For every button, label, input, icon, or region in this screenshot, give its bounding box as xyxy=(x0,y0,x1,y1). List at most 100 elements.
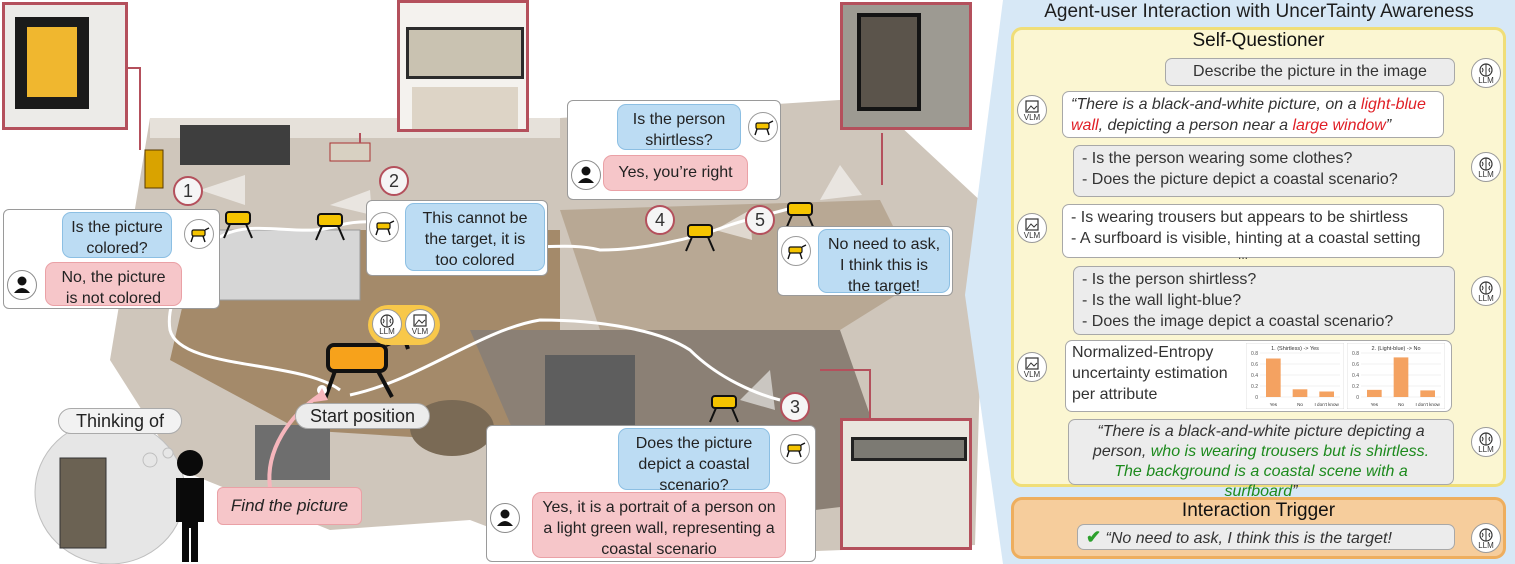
robot-avatar-4-icon xyxy=(748,112,778,142)
find-arrow-head xyxy=(314,388,328,402)
chart-ytick: 0.6 xyxy=(1251,362,1258,368)
llm-icon-label: LLM xyxy=(1478,541,1494,550)
robot-dog-icon xyxy=(190,227,210,243)
llm-icon-label: LLM xyxy=(1478,294,1494,303)
wall-frame-top xyxy=(329,142,371,162)
chart-xtick: Yes xyxy=(1270,402,1278,407)
llm-icon: LLM xyxy=(1471,276,1501,306)
llm-icon: LLM xyxy=(1471,152,1501,182)
chart-bar xyxy=(1367,389,1382,397)
waypoint-4: 4 xyxy=(645,205,675,235)
coastal-panorama xyxy=(851,437,967,461)
brain-icon xyxy=(1479,281,1493,295)
robot-avatar-2-icon xyxy=(369,212,399,242)
colored-painting xyxy=(406,27,524,79)
self-questioner-title: Self-Questioner xyxy=(1192,30,1325,51)
caption-text-3: ” xyxy=(1385,117,1392,134)
chart-xtick: I don't know xyxy=(1314,402,1339,407)
photo-coastal-panorama xyxy=(840,418,972,550)
llm-icon: LLM xyxy=(1471,523,1501,553)
brain-icon xyxy=(1479,432,1493,446)
question-item: - Is the person wearing some clothes? xyxy=(1082,150,1353,167)
photo-jersey xyxy=(2,2,128,130)
connector-1 xyxy=(128,67,141,150)
panel-title: Agent-user Interaction with UncerTainty … xyxy=(1044,1,1474,22)
view-cone-2 xyxy=(330,190,372,215)
thought-picture xyxy=(59,457,107,549)
user-icon xyxy=(497,509,513,526)
chart-xtick: I don't know xyxy=(1415,402,1440,407)
chart-bar xyxy=(1266,358,1281,397)
brain-icon xyxy=(1479,63,1493,77)
robot-dog-icon xyxy=(786,442,806,458)
start-position-label: Start position xyxy=(295,403,430,429)
robot-avatar-1-icon xyxy=(184,219,214,249)
chart-bar xyxy=(1292,389,1308,397)
photo-colored-painting xyxy=(397,0,529,132)
robot-3 xyxy=(709,395,739,423)
llm-icon-label: LLM xyxy=(1478,445,1494,454)
round-table xyxy=(410,400,494,456)
llm-icon-label: LLM xyxy=(1478,170,1494,179)
wall-frame-left xyxy=(144,149,164,189)
vlm-answers-1: - Is wearing trousers but appears to be … xyxy=(1062,204,1444,258)
trigger-text: “No need to ask, I think this is the tar… xyxy=(1105,530,1392,547)
image-icon xyxy=(1025,357,1039,370)
user-avatar-1-icon xyxy=(7,270,37,300)
chart-title: 1. (Shirtless) -> Yes xyxy=(1271,346,1319,352)
chart-ytick: 0.4 xyxy=(1251,373,1258,379)
llm-icon: LLM xyxy=(372,309,402,339)
question-item: - Is the wall light-blue? xyxy=(1082,292,1242,309)
view-cone-5 xyxy=(820,165,862,200)
llm-icon: LLM xyxy=(1471,58,1501,88)
vlm-icon-label: VLM xyxy=(1023,231,1041,240)
view-cone-1 xyxy=(200,175,245,205)
chart-ytick: 0 xyxy=(1255,395,1258,401)
image-icon xyxy=(1025,100,1039,113)
caption-text-1: “There is a black-and-white picture, on … xyxy=(1071,96,1361,113)
user-avatar-4-icon xyxy=(571,160,601,190)
view-cone-4 xyxy=(715,210,752,240)
connector-4 xyxy=(820,369,871,418)
find-arrow xyxy=(267,393,322,489)
trigger-message: ✔ “No need to ask, I think this is the t… xyxy=(1077,524,1455,550)
view-cone-3 xyxy=(740,370,775,410)
user-icon xyxy=(14,276,30,293)
caption-highlight-large-window: large window xyxy=(1292,117,1386,134)
describe-prompt: Describe the picture in the image xyxy=(1165,58,1455,86)
check-icon: ✔ xyxy=(1086,527,1102,547)
llm-icon-label: LLM xyxy=(1478,76,1494,85)
final-description: “There is a black-and-white picture depi… xyxy=(1068,419,1454,500)
ellipsis-1: ... xyxy=(1238,248,1249,262)
dialog-3-answer: Yes, it is a portrait of a person on a l… xyxy=(532,492,786,558)
chart-ytick: 0.2 xyxy=(1352,384,1359,390)
kitchen-island xyxy=(209,229,361,301)
chart-ytick: 0.6 xyxy=(1352,362,1359,368)
sofa xyxy=(255,425,330,480)
robot-path-2 xyxy=(349,318,781,402)
llm-questions-1: - Is the person wearing some clothes? - … xyxy=(1073,145,1455,197)
question-item: - Does the image depict a coastal scenar… xyxy=(1082,313,1394,330)
vlm-icon: VLM xyxy=(405,309,435,339)
robot-2 xyxy=(315,213,345,241)
chart-ytick: 0.8 xyxy=(1251,351,1258,357)
robot-dog-icon xyxy=(787,244,807,260)
brain-icon xyxy=(1479,528,1493,542)
dialog-1-answer: No, the picture is not colored xyxy=(45,262,182,307)
dialog-1-question: Is the picture colored? xyxy=(62,212,172,258)
brain-icon xyxy=(380,314,394,328)
chart-xtick: Yes xyxy=(1371,402,1379,407)
chart-ytick: 0.4 xyxy=(1352,373,1359,379)
caption-highlight-light-blue: light-blue xyxy=(1360,96,1426,113)
waypoint-5: 5 xyxy=(745,205,775,235)
user-icon xyxy=(578,166,594,183)
find-picture-label: Find the picture xyxy=(217,487,362,525)
vlm-caption: “There is a black-and-white picture, on … xyxy=(1062,91,1444,138)
vlm-icon: VLM xyxy=(1017,95,1047,125)
user-avatar-3-icon xyxy=(490,503,520,533)
dialog-5-statement: No need to ask, I think this is the targ… xyxy=(818,229,950,295)
robot-4 xyxy=(685,224,715,252)
image-icon xyxy=(413,314,427,327)
robot-dog-icon xyxy=(375,220,395,236)
